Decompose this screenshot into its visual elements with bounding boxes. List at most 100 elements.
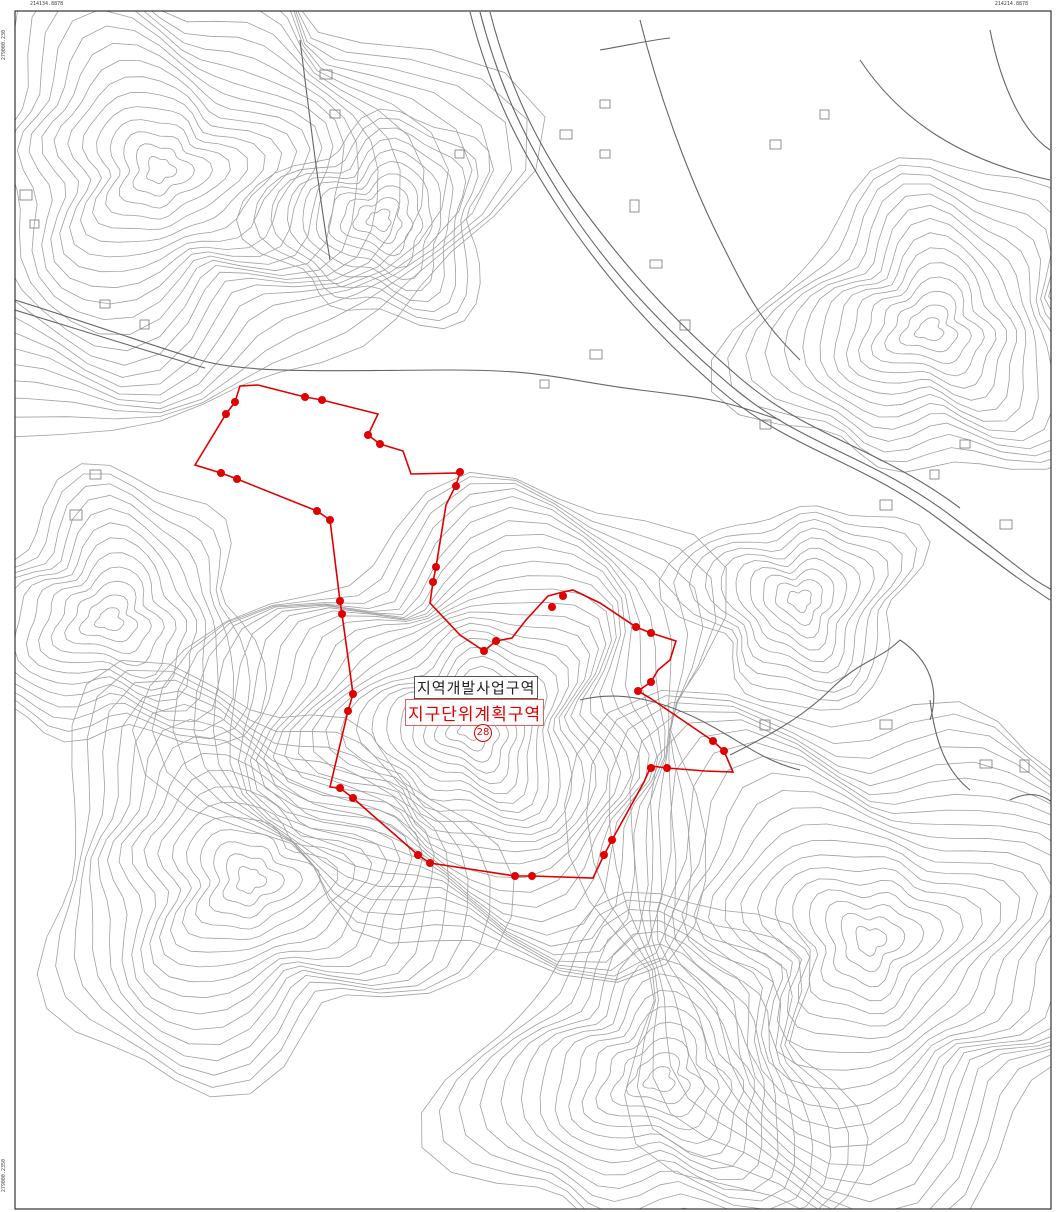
contour-line: [339, 185, 414, 257]
contour-line: [724, 823, 1038, 1071]
boundary-vertices: [217, 393, 728, 880]
boundary-vertex: [548, 603, 556, 611]
contour-line: [118, 131, 213, 209]
boundary-vertex: [231, 398, 239, 406]
coord-label-left-bottom: 279000.2350: [1, 1158, 7, 1192]
contour-line: [595, 1021, 720, 1131]
contour-line: [106, 718, 424, 1031]
boundary-vertex: [338, 610, 346, 618]
boundary-vertex: [349, 794, 357, 802]
contour-line: [79, 91, 266, 243]
contour-line: [808, 889, 944, 1002]
contour-line: [688, 518, 903, 693]
boundary-vertex: [647, 629, 655, 637]
contour-line: [858, 262, 997, 389]
contour-line: [720, 537, 875, 674]
contour-line: [15, 11, 473, 404]
map-frame: [14, 10, 1052, 1210]
contour-line: [681, 772, 1051, 1130]
zone-number-badge: 28: [474, 724, 492, 742]
contour-line: [833, 232, 1017, 412]
contour-line: [355, 637, 559, 822]
contour-line: [157, 786, 373, 968]
contour-line: [182, 816, 338, 940]
boundary-vertex: [344, 707, 352, 715]
contour-line: [386, 655, 537, 804]
contour-line: [898, 304, 959, 353]
boundary-vertex: [720, 747, 728, 755]
contour-line: [169, 801, 356, 953]
contour-line: [249, 546, 650, 923]
contour-line: [371, 646, 548, 814]
boundary-vertex: [632, 623, 640, 631]
contour-line: [735, 547, 861, 663]
contour-line: [15, 11, 401, 378]
boundary-vertex: [647, 764, 655, 772]
contour-line: [146, 156, 178, 184]
contour-line: [554, 973, 755, 1170]
contour-line: [458, 909, 832, 1209]
contour-line: [609, 702, 1051, 1209]
contour-line: [340, 629, 569, 829]
contour-line: [92, 106, 248, 230]
contour-line: [97, 703, 435, 1045]
boundary-vertex: [608, 836, 616, 844]
boundary-vertex: [492, 637, 500, 645]
contour-line: [132, 471, 727, 983]
contour-line: [172, 482, 704, 977]
contour-line: [884, 290, 972, 364]
contour-line: [438, 899, 850, 1209]
contour-line: [825, 900, 925, 988]
boundary-vertex: [456, 468, 464, 476]
contour-line: [564, 689, 1051, 1209]
contour-line: [840, 912, 906, 973]
contour-line: [16, 11, 334, 321]
contour-line: [568, 989, 745, 1158]
contour-line: [786, 589, 812, 614]
district-boundary[interactable]: [193, 384, 735, 880]
contour-line: [315, 160, 433, 281]
contour-line: [586, 695, 1051, 1209]
contour-line: [131, 752, 401, 999]
contour-line: [15, 507, 207, 712]
contour-line: [763, 568, 835, 639]
contour-line: [913, 317, 945, 341]
contour-line: [757, 854, 1002, 1040]
contour-line: [845, 247, 1008, 401]
contour-line: [118, 735, 413, 1015]
contour-line: [500, 931, 796, 1202]
contour-line: [673, 511, 918, 702]
contour-line: [50, 566, 165, 667]
contour-line: [302, 148, 442, 291]
boundary-vertex: [663, 764, 671, 772]
coord-label-left-top: 279000.230: [1, 30, 7, 61]
contour-line: [36, 659, 515, 1098]
boundary-vertex: [376, 440, 384, 448]
contour-line: [15, 483, 234, 732]
contour-line: [15, 11, 528, 420]
contour-line: [15, 463, 268, 747]
contour-line: [749, 557, 848, 651]
contour-line: [263, 575, 632, 893]
contour-line: [236, 866, 268, 894]
contour-line: [708, 807, 1051, 1090]
contour-line: [253, 117, 479, 322]
contour-line: [764, 183, 1051, 450]
boundary-vertex: [432, 563, 440, 571]
boundary-vertex: [414, 851, 422, 859]
contour-line: [15, 11, 425, 388]
contour-line: [15, 11, 546, 438]
contour-line: [64, 580, 152, 654]
boundary-vertex: [349, 690, 357, 698]
contour-line: [93, 607, 125, 631]
contour-line: [132, 143, 195, 197]
contour-line: [25, 537, 188, 691]
contour-line: [15, 11, 495, 410]
boundary-vertex: [217, 469, 225, 477]
boundary-vertex: [528, 872, 536, 880]
contour-line: [774, 867, 983, 1027]
boundary-vertex: [480, 647, 488, 655]
contour-line: [236, 108, 490, 330]
contour-line: [870, 276, 985, 377]
